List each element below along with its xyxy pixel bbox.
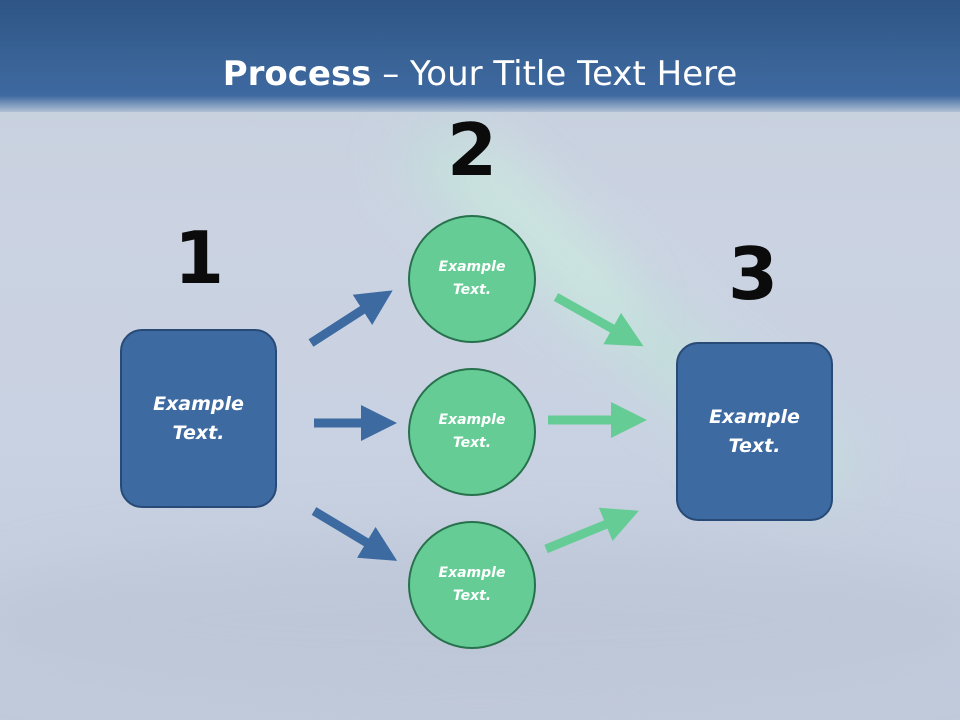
title-rest: – Your Title Text Here bbox=[371, 54, 738, 94]
arrow-blue-up bbox=[308, 290, 393, 347]
title-bar bbox=[0, 0, 960, 112]
arrow-green-down bbox=[553, 293, 644, 347]
step-2-circle-bottom: Example Text. bbox=[408, 521, 536, 649]
step-2-circle-middle: Example Text. bbox=[408, 368, 536, 496]
step-3-box: Example Text. bbox=[676, 342, 833, 521]
arrow-blue-down bbox=[311, 507, 398, 561]
step-number-2: 2 bbox=[446, 108, 498, 192]
arrow-green-up bbox=[544, 507, 639, 554]
slide-title: Process – Your Title Text Here bbox=[0, 52, 960, 96]
step-2-circle-bottom-text: Example Text. bbox=[438, 565, 506, 604]
step-3-box-text: Example Text. bbox=[709, 405, 800, 457]
step-2-circle-top-text: Example Text. bbox=[438, 259, 506, 298]
step-number-3: 3 bbox=[727, 232, 779, 316]
step-1-box: Example Text. bbox=[120, 329, 277, 508]
title-bold: Process bbox=[222, 54, 372, 94]
step-number-1: 1 bbox=[173, 216, 225, 300]
step-1-box-text: Example Text. bbox=[153, 392, 244, 444]
step-2-circle-top: Example Text. bbox=[408, 215, 536, 343]
step-2-circle-middle-text: Example Text. bbox=[438, 412, 506, 451]
